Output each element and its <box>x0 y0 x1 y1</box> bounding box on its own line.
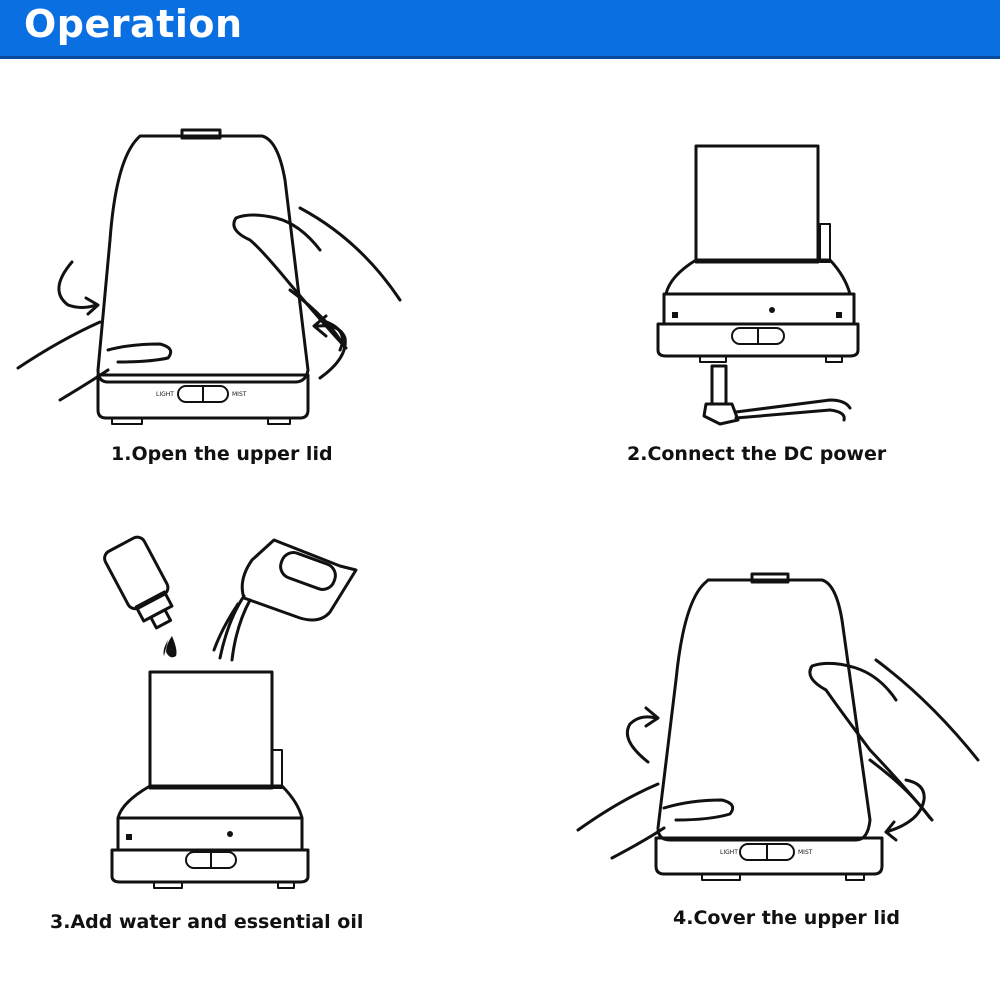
step-1: LIGHT MIST 1.Open the upper lid <box>0 100 500 480</box>
header-banner: Operation <box>0 0 1000 59</box>
step-4-illustration: LIGHT MIST <box>576 572 980 881</box>
step-3-illustration <box>103 535 358 889</box>
step-4-caption: 4.Cover the upper lid <box>673 907 901 929</box>
step-3: 3.Add water and essential oil <box>0 500 500 933</box>
step-4: LIGHT MIST 4.Cover the upper lid <box>500 560 1000 940</box>
light-label: LIGHT <box>720 849 738 856</box>
mist-label: MIST <box>232 391 247 398</box>
step-2: 2.Connect the DC power <box>500 100 1000 480</box>
step-3-caption: 3.Add water and essential oil <box>50 911 364 933</box>
step-2-illustration <box>656 144 860 426</box>
mist-label: MIST <box>798 849 813 856</box>
step-2-caption: 2.Connect the DC power <box>627 443 887 465</box>
step-1-caption: 1.Open the upper lid <box>111 443 333 465</box>
step-1-illustration: LIGHT MIST <box>16 128 402 425</box>
page-title: Operation <box>24 2 243 46</box>
light-label: LIGHT <box>156 391 174 398</box>
